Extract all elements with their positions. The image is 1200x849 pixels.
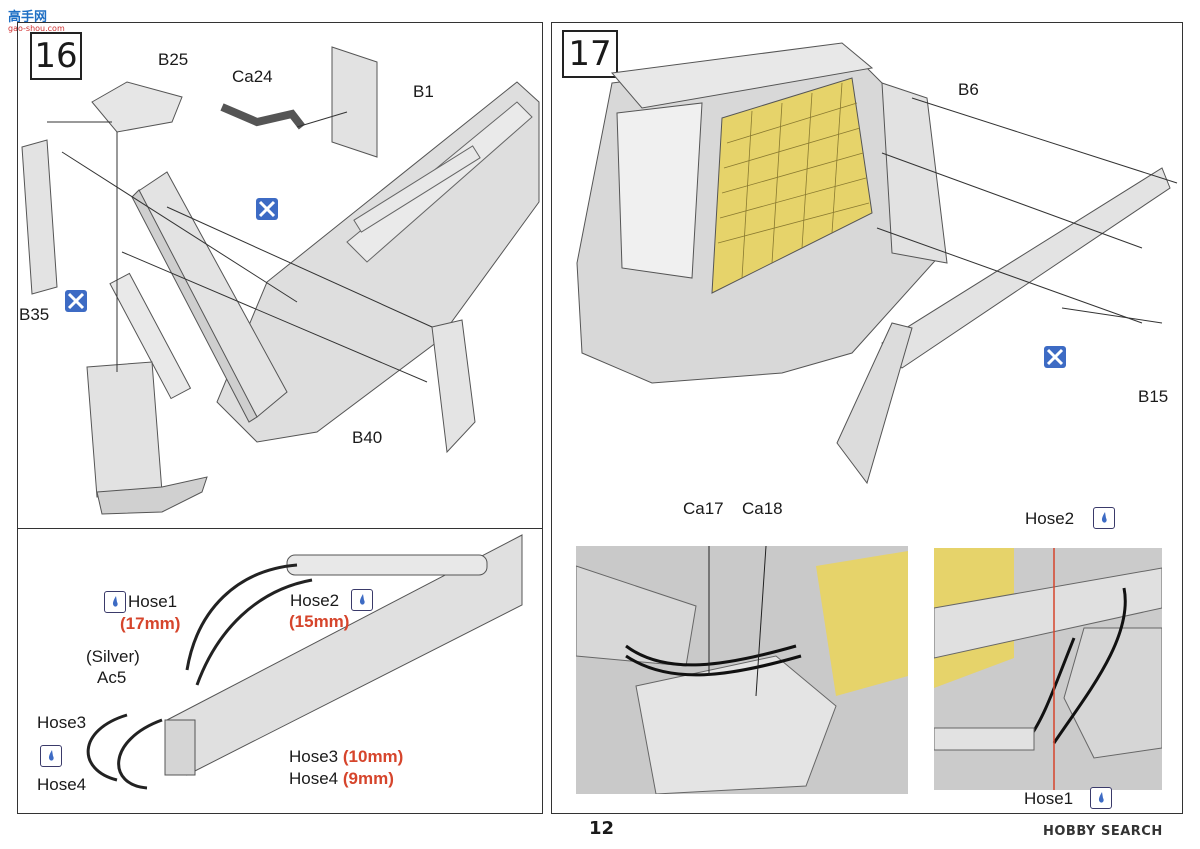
hose3-spec-name: Hose3: [289, 747, 339, 766]
site-logo-text: 高手网: [8, 10, 48, 25]
glue-drop-icon: [40, 745, 62, 767]
label-b6: B6: [958, 80, 979, 99]
label-silver: (Silver): [86, 647, 140, 666]
step17-illustration: [576, 42, 1178, 485]
brand-logo: HOBBY SEARCH: [1043, 824, 1163, 839]
step16-panel: [17, 22, 543, 814]
step16-illustration: [21, 46, 540, 515]
no-glue-icon: [65, 290, 87, 312]
hose4-spec-name: Hose4: [289, 769, 339, 788]
page-number: 12: [589, 818, 615, 839]
step16-divider: [17, 528, 543, 529]
step16-number: 16: [30, 32, 82, 80]
glue-drop-icon: [104, 591, 126, 613]
hose4-spec: Hose4 (9mm): [289, 769, 394, 789]
label-ca18: Ca18: [742, 499, 783, 518]
step17-number: 17: [562, 30, 618, 78]
label-hose2-inset: Hose2: [1025, 509, 1075, 528]
glue-drop-icon: [351, 589, 373, 611]
label-b40: B40: [352, 428, 383, 447]
label-b25: B25: [158, 50, 189, 69]
site-logo: 高手网: [8, 6, 47, 25]
glue-drop-icon: [1090, 787, 1112, 809]
label-hose4: Hose4: [37, 775, 87, 794]
step17-panel: [551, 22, 1183, 814]
detail-inset-right-drawing: [934, 548, 1162, 790]
label-hose3: Hose3: [37, 713, 87, 732]
brand-text: HOBBY SEARCH: [1043, 824, 1163, 839]
label-ca17: Ca17: [683, 499, 724, 518]
hose3-spec: Hose3 (10mm): [289, 747, 403, 767]
label-hose1: Hose1: [128, 592, 178, 611]
label-b35: B35: [19, 305, 50, 324]
hose4-spec-length: (9mm): [342, 769, 394, 788]
hose-illustration: [86, 534, 523, 790]
hose3-spec-length: (10mm): [342, 747, 404, 766]
label-ac5: Ac5: [97, 668, 127, 687]
label-hose1-length: (17mm): [120, 614, 181, 633]
label-b15: B15: [1138, 387, 1169, 406]
no-glue-icon: [256, 198, 278, 220]
label-hose1-inset: Hose1: [1024, 789, 1074, 808]
detail-inset-right: [934, 548, 1162, 790]
detail-inset-left-drawing: [576, 546, 908, 794]
label-ca24: Ca24: [232, 67, 273, 86]
label-hose2-length: (15mm): [289, 612, 350, 631]
site-logo-sub: gao-shou.com: [8, 24, 65, 33]
label-hose2: Hose2: [290, 591, 340, 610]
glue-drop-icon: [1093, 507, 1115, 529]
detail-inset-left: [576, 546, 908, 794]
label-b1: B1: [413, 82, 434, 101]
no-glue-icon: [1044, 346, 1066, 368]
